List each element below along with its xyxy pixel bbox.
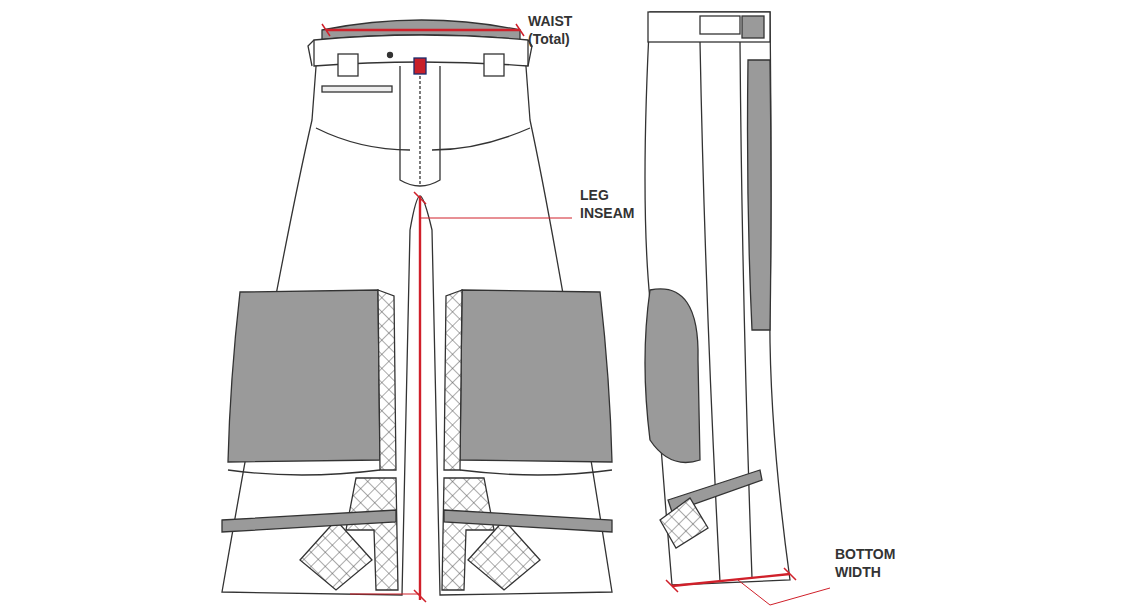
measurement-label: BOTTOM WIDTH — [835, 545, 915, 581]
measurement-label: LEG INSEAM — [580, 186, 654, 222]
measurement-label: WAIST (Total) — [528, 12, 594, 48]
